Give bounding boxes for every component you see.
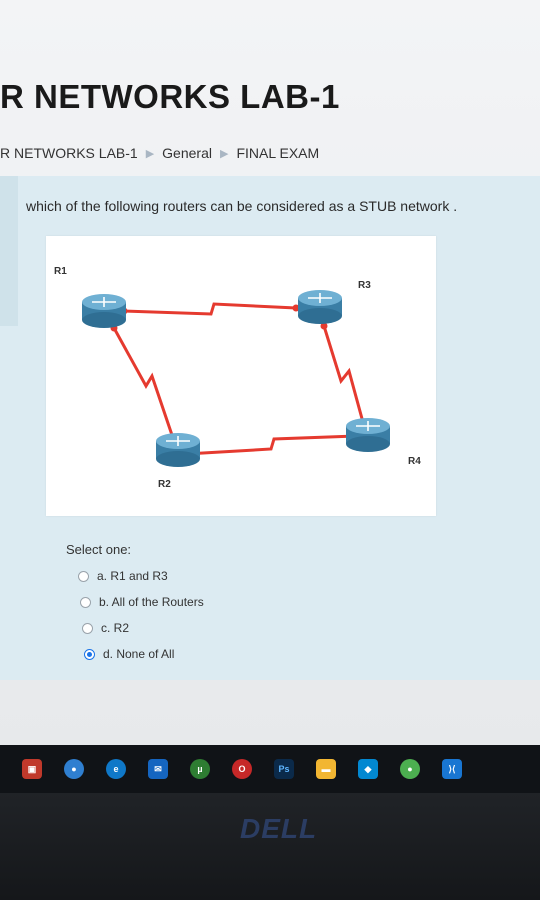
vscode-icon[interactable]: ⟩⟨ (442, 759, 462, 779)
link-r3-r4 (322, 325, 366, 427)
taskbar: ▣ ● e ✉ µ O Ps ▬ ◆ ● ⟩⟨ (0, 745, 540, 793)
router-label-r1: R1 (54, 266, 67, 277)
answer-option-a[interactable]: a. R1 and R3 (78, 563, 204, 589)
link-r1-r3 (123, 302, 297, 316)
chrome-icon[interactable]: ● (64, 759, 84, 779)
router-r2-icon (156, 433, 200, 467)
mail-icon[interactable]: ✉ (148, 759, 168, 779)
utorrent-icon[interactable]: µ (190, 759, 210, 779)
chrome-icon[interactable]: ● (400, 759, 420, 779)
answer-section: Select one: a. R1 and R3 b. All of the R… (66, 542, 204, 667)
answer-option-label: c. R2 (101, 621, 130, 635)
link-endpoint (320, 322, 328, 330)
browser-screen: R NETWORKS LAB-1 R NETWORKS LAB-1 ▶ Gene… (0, 0, 540, 745)
radio-button-selected[interactable] (84, 648, 95, 660)
question-text: which of the following routers can be co… (26, 198, 458, 214)
router-label-r3: R3 (358, 280, 371, 291)
answer-option-c[interactable]: c. R2 (82, 615, 204, 641)
course-title: R NETWORKS LAB-1 (0, 78, 340, 115)
breadcrumb-separator-icon: ▶ (145, 147, 155, 160)
store-icon[interactable]: ▣ (22, 759, 42, 779)
router-r1-icon (82, 294, 126, 328)
router-r4-icon (346, 418, 390, 452)
router-label-r2: R2 (158, 479, 171, 490)
answer-option-d[interactable]: d. None of All (84, 641, 204, 667)
link-r2-r4 (185, 434, 357, 456)
breadcrumb-general[interactable]: General (162, 145, 212, 161)
link-r1-r2 (112, 327, 176, 442)
router-r3-icon (298, 290, 342, 324)
breadcrumb-final-exam[interactable]: FINAL EXAM (236, 145, 320, 161)
dell-logo: DELL (240, 813, 318, 844)
answer-option-b[interactable]: b. All of the Routers (80, 589, 204, 615)
network-diagram: R1 R2 R3 R4 (46, 236, 436, 516)
breadcrumb: R NETWORKS LAB-1 ▶ General ▶ FINAL EXAM (0, 142, 319, 164)
opera-icon[interactable]: O (232, 759, 252, 779)
folder-icon[interactable]: ▬ (316, 759, 336, 779)
radio-button[interactable] (82, 622, 93, 634)
router-label-r4: R4 (408, 456, 421, 467)
radio-button[interactable] (78, 570, 89, 582)
radio-button[interactable] (80, 596, 91, 608)
answer-option-label: d. None of All (103, 647, 175, 661)
monitor-bezel: DELL (0, 793, 540, 900)
answer-option-label: a. R1 and R3 (97, 569, 168, 583)
photoshop-icon[interactable]: Ps (274, 759, 294, 779)
link-endpoint (292, 304, 300, 312)
question-card: which of the following routers can be co… (0, 176, 540, 680)
select-one-label: Select one: (66, 542, 132, 557)
network-topology (82, 290, 390, 467)
edge-icon[interactable]: e (106, 759, 126, 779)
breadcrumb-course[interactable]: R NETWORKS LAB-1 (0, 145, 138, 161)
answer-option-label: b. All of the Routers (99, 595, 204, 609)
app-icon[interactable]: ◆ (358, 759, 378, 779)
question-info-tab (0, 176, 18, 326)
breadcrumb-separator-icon: ▶ (219, 147, 229, 160)
